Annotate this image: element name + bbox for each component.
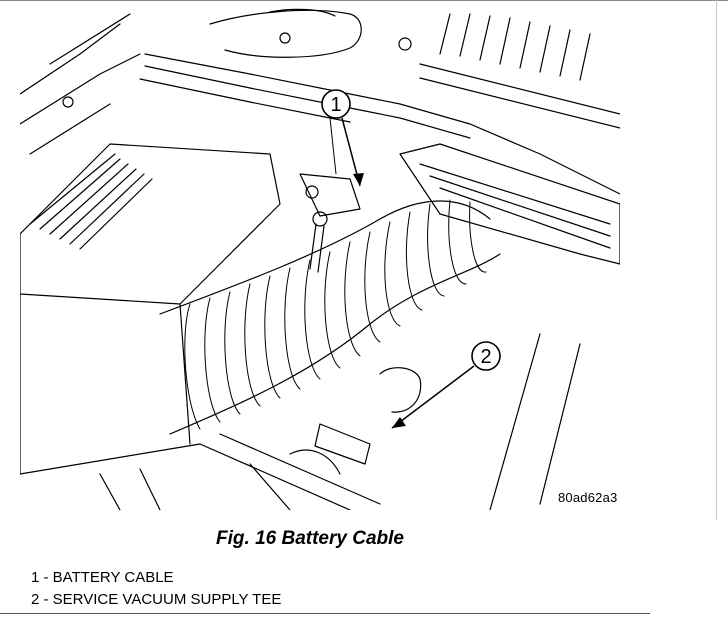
engine-bay-illustration: 1 2 80ad62a3 (20, 4, 620, 510)
legend-item: 1 - BATTERY CABLE (31, 569, 174, 586)
callout-1-number: 1 (330, 94, 341, 116)
top-border (0, 0, 728, 1)
line-drawing: 1 2 (20, 8, 620, 510)
callout-2-number: 2 (480, 346, 491, 368)
bottom-divider (0, 613, 650, 614)
legend-item: 2 - SERVICE VACUUM SUPPLY TEE (31, 591, 282, 608)
figure-caption: Fig. 16 Battery Cable (216, 528, 404, 549)
figure-code: 80ad62a3 (558, 490, 618, 505)
callout-1: 1 (321, 89, 364, 187)
callout-2: 2 (391, 341, 501, 429)
right-border (716, 0, 717, 520)
callout-legend: 1 - BATTERY CABLE 2 - SERVICE VACUUM SUP… (31, 567, 281, 611)
